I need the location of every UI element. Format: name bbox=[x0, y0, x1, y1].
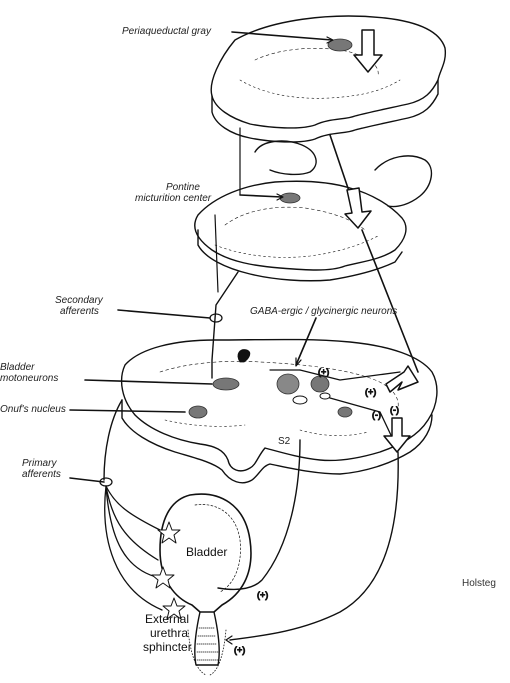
secondary-afferent-ring bbox=[210, 314, 222, 322]
sign-inhibit-2: (-) bbox=[390, 405, 399, 415]
pmc-label-pointer bbox=[240, 195, 282, 197]
onuf-nucleus-right bbox=[338, 407, 352, 417]
sphincter-efferent-line bbox=[230, 452, 398, 640]
pmc-nucleus bbox=[280, 193, 300, 203]
pons-section bbox=[195, 141, 432, 281]
label-sphincter-1: External bbox=[145, 613, 189, 626]
label-bladder: Bladder bbox=[186, 546, 227, 559]
bladder-efferent-line bbox=[218, 440, 300, 590]
bladder-motoneuron-nucleus-right bbox=[311, 376, 329, 392]
sign-excite-2: (+) bbox=[365, 387, 376, 397]
secondary-afferents-pointer bbox=[118, 310, 210, 318]
label-bladder-motoneurons-1: Bladder bbox=[0, 362, 34, 373]
onuf-pointer bbox=[70, 410, 185, 412]
onuf-nucleus-left bbox=[189, 406, 207, 418]
label-pontine-2: micturition center bbox=[135, 193, 211, 204]
hollow-arrow-cord-1 bbox=[386, 366, 418, 392]
bladder-motoneurons-pointer bbox=[85, 380, 212, 384]
label-secondary-1: Secondary bbox=[55, 295, 103, 306]
star-marker-2 bbox=[152, 567, 174, 588]
pag-label-pointer bbox=[232, 32, 332, 40]
gaba-label-pointer bbox=[296, 318, 316, 365]
gaba-interneuron-cell bbox=[277, 374, 299, 394]
credit-text: Holsteg bbox=[462, 578, 496, 589]
hollow-arrow-cord-2 bbox=[384, 418, 410, 452]
star-marker-1 bbox=[158, 522, 180, 543]
label-periaqueductal-gray: Periaqueductal gray bbox=[122, 26, 211, 37]
label-pontine-1: Pontine bbox=[166, 182, 200, 193]
label-onuf-nucleus: Onuf's nucleus bbox=[0, 404, 66, 415]
label-primary-2: afferents bbox=[22, 469, 61, 480]
bladder-motoneuron-nucleus-left bbox=[213, 378, 239, 390]
sphincter-shape bbox=[188, 612, 226, 675]
hollow-arrow-pag bbox=[354, 30, 382, 72]
label-sphincter-2: urethra bbox=[150, 627, 188, 640]
label-gaba-neurons: GABA-ergic / glycinergic neurons bbox=[250, 306, 397, 317]
midbrain-section bbox=[211, 16, 445, 142]
label-secondary-2: afferents bbox=[60, 306, 99, 317]
label-spinal-level: S2 bbox=[278, 436, 290, 447]
pmc-descending-line bbox=[362, 230, 418, 372]
label-sphincter-3: sphincter bbox=[143, 641, 192, 654]
label-bladder-motoneurons-2: motoneurons bbox=[0, 373, 58, 384]
label-primary-1: Primary bbox=[22, 458, 56, 469]
primary-afferents-pointer bbox=[70, 478, 104, 482]
sign-bladder-excite: (+) bbox=[257, 590, 268, 600]
sign-sphincter-excite: (+) bbox=[234, 645, 245, 655]
